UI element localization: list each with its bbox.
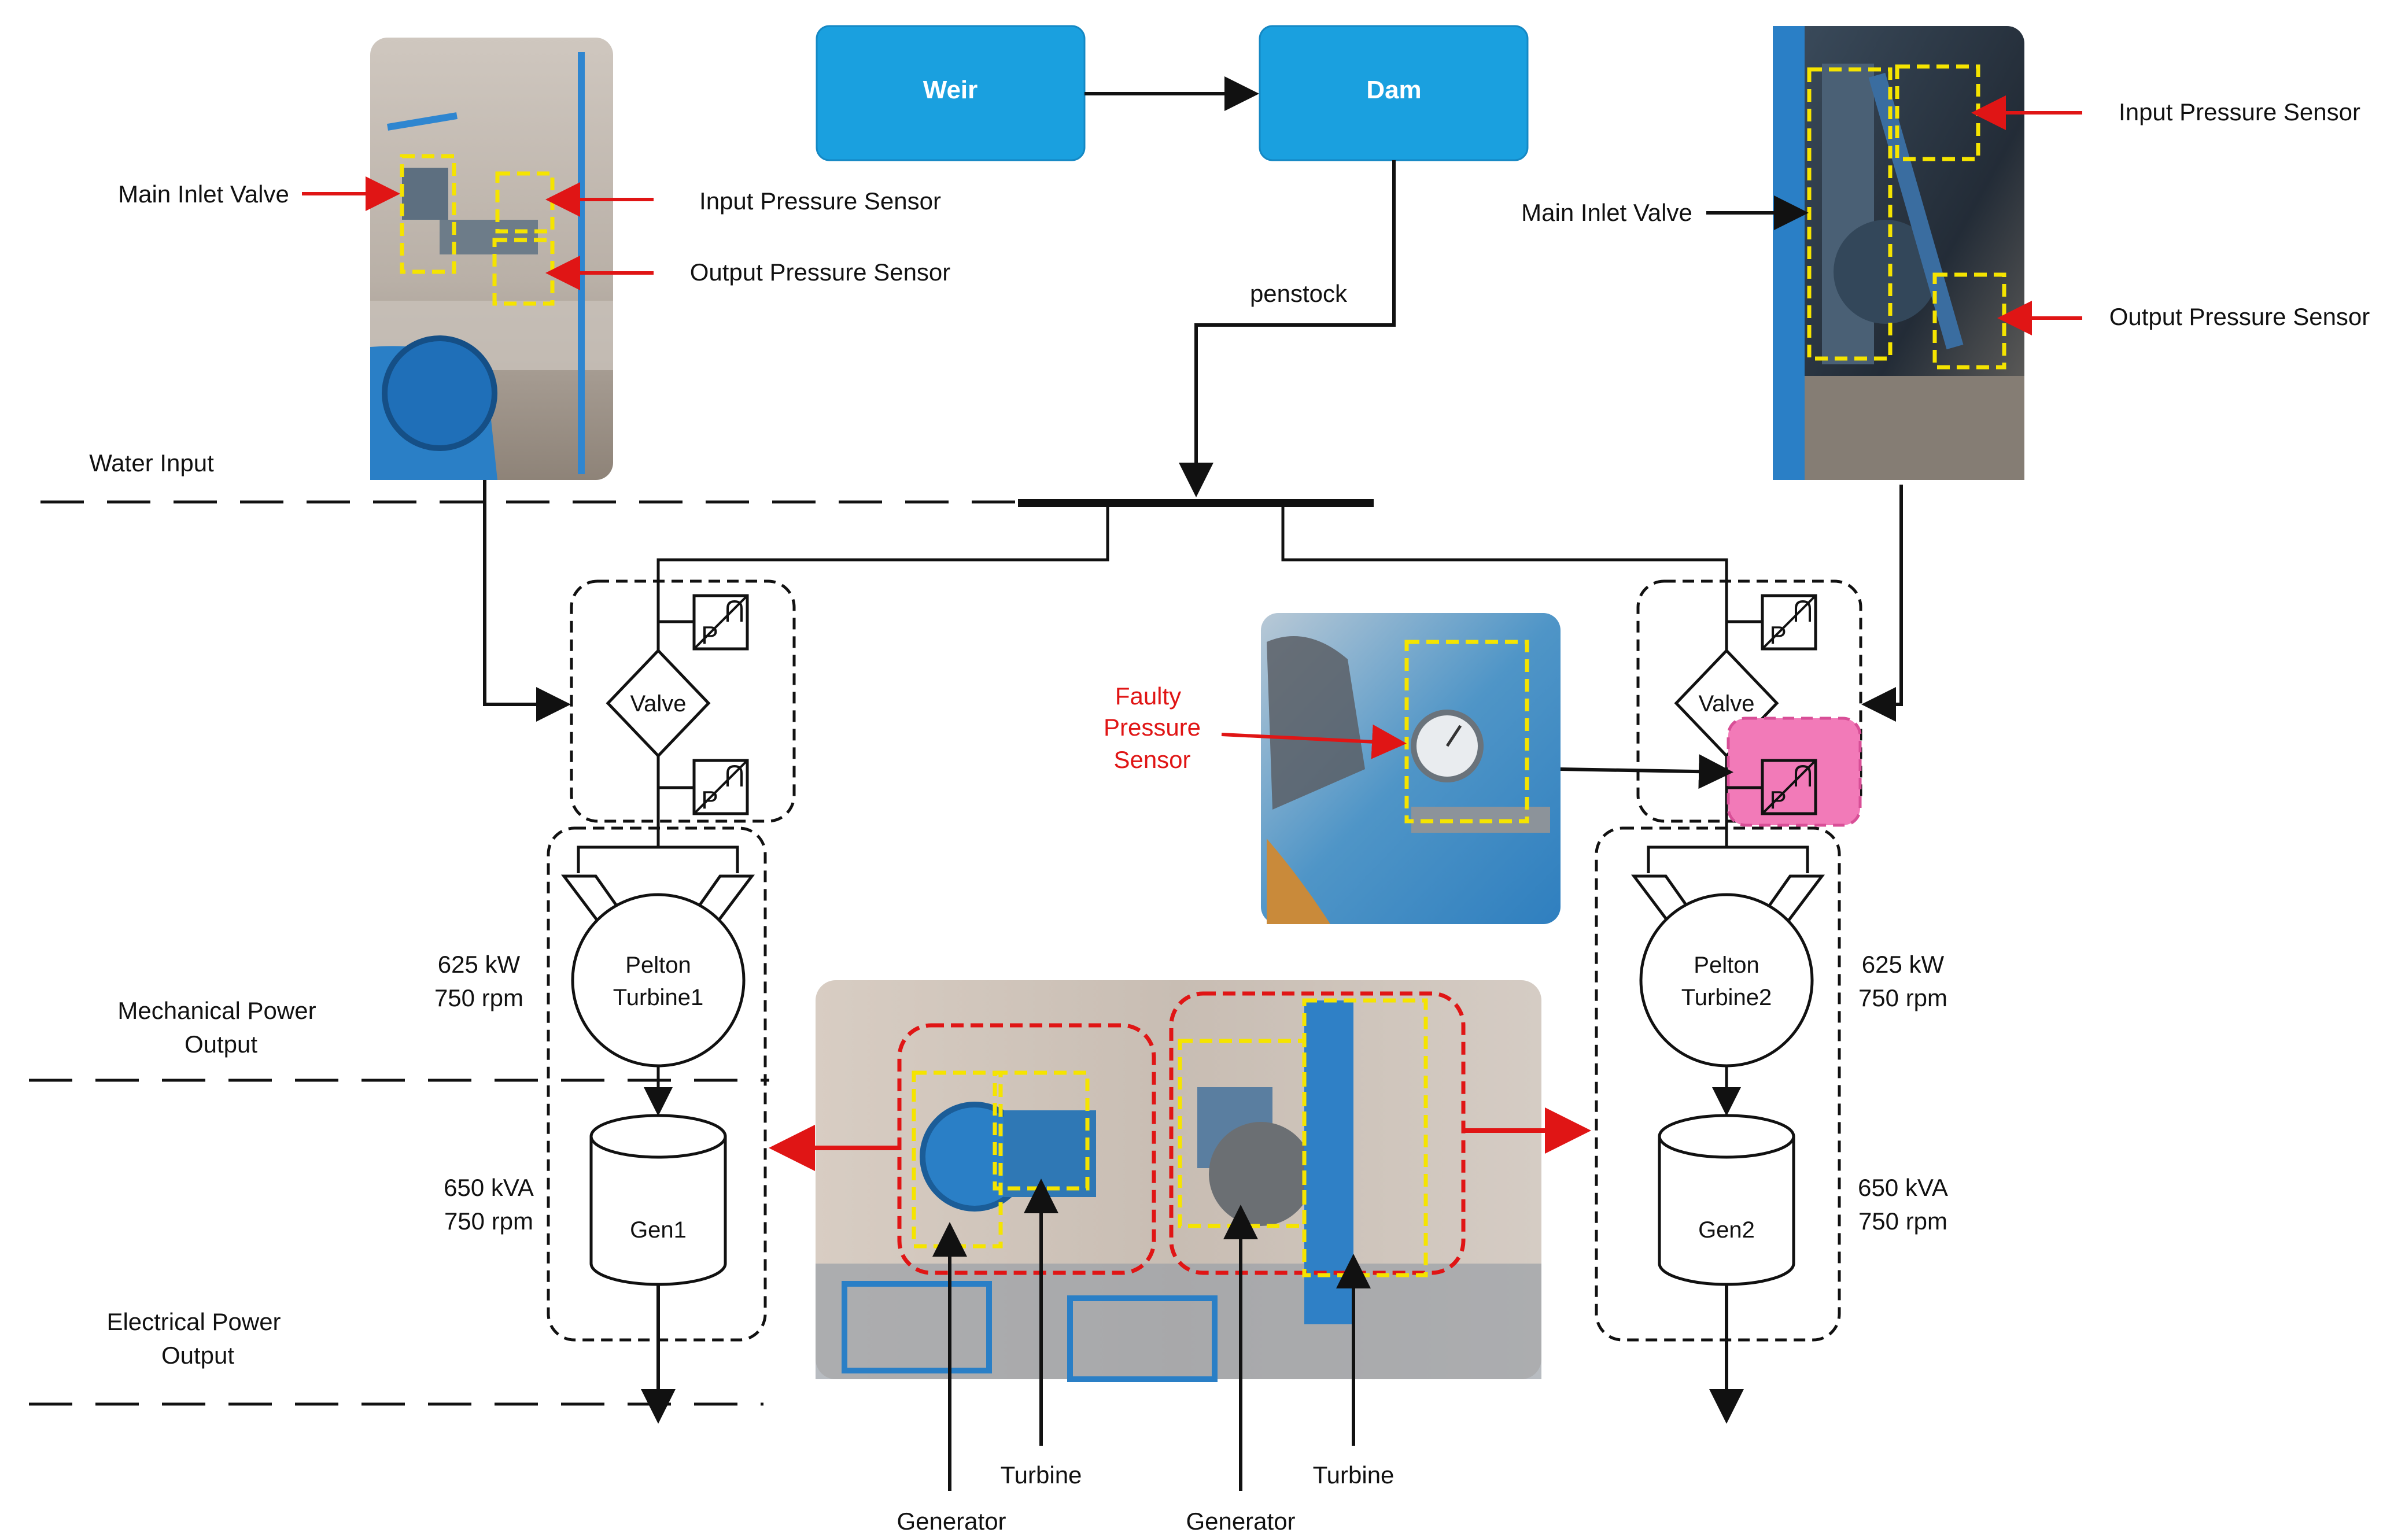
photo-faulty-sensor-highlight bbox=[1404, 640, 1529, 823]
unit1-valve-label: Valve bbox=[630, 691, 686, 717]
water-input-label: Water Input bbox=[89, 449, 214, 477]
unit1-valve-group bbox=[570, 579, 796, 823]
unit2-generator-label: Gen2 bbox=[1698, 1217, 1755, 1243]
bottom-generator-2-label: Generator bbox=[1186, 1508, 1295, 1535]
unit2-turbine-power: 625 kW bbox=[1862, 951, 1945, 978]
unit2-input-pressure-sensor-symbol: P bbox=[1761, 594, 1817, 651]
electrical-output-label-1: Electrical Power bbox=[106, 1308, 281, 1335]
photo-right-output-sensor-highlight bbox=[1932, 272, 2006, 370]
bottom-turbine-1-label: Turbine bbox=[1001, 1461, 1082, 1489]
unit2-gen-speed: 750 rpm bbox=[1858, 1207, 1947, 1235]
left-output-pressure-label: Output Pressure Sensor bbox=[690, 258, 951, 286]
right-input-pressure-label: Input Pressure Sensor bbox=[2119, 98, 2360, 125]
unit2-input-p-label: P bbox=[1769, 621, 1786, 649]
photo-faulty-sensor bbox=[1261, 613, 1561, 924]
photo-unit2-valve bbox=[1773, 26, 2024, 480]
unit1-turbine-label-2: Turbine1 bbox=[613, 985, 703, 1010]
unit2-turbine-generator-group bbox=[1595, 826, 1841, 1342]
mechanical-output-label-1: Mechanical Power bbox=[117, 997, 316, 1024]
unit1-output-pressure-sensor-symbol: P bbox=[692, 759, 749, 815]
unit1-turbine-label-1: Pelton bbox=[625, 952, 691, 978]
unit1-turbine-symbol bbox=[571, 893, 746, 1068]
penstock-label: penstock bbox=[1250, 280, 1348, 307]
unit2-turbine-speed: 750 rpm bbox=[1858, 984, 1947, 1011]
unit2: P Valve P Pelton Turbine2 Gen2 625 kW 75… bbox=[1595, 579, 1948, 1424]
photo-right-valve-highlight bbox=[1807, 67, 1893, 361]
electrical-output-label-2: Output bbox=[161, 1342, 234, 1369]
unit1-output-p-label: P bbox=[701, 786, 718, 814]
unit1: P Valve P Pelton Turbine1 Gen1 625 kW 75… bbox=[434, 579, 796, 1424]
faulty-sensor-label-2: Pressure bbox=[1104, 714, 1201, 741]
unit1-gen-speed: 750 rpm bbox=[444, 1207, 533, 1235]
unit2-output-pressure-sensor-symbol: P bbox=[1761, 759, 1817, 815]
unit1-nozzle-manifold bbox=[577, 845, 739, 873]
bottom-turbine-2-label: Turbine bbox=[1313, 1461, 1395, 1489]
photo-left-to-valve-arrow bbox=[483, 480, 571, 722]
right-main-inlet-valve-label: Main Inlet Valve bbox=[1521, 199, 1692, 226]
unit2-gen-power: 650 kVA bbox=[1858, 1174, 1948, 1201]
bottom-generator-1-label: Generator bbox=[897, 1508, 1006, 1535]
manifold-branch-right bbox=[1281, 507, 1728, 603]
unit2-output-p-label: P bbox=[1769, 786, 1786, 814]
unit1-generator-symbol bbox=[589, 1114, 727, 1286]
unit2-nozzle-manifold bbox=[1647, 845, 1809, 873]
faulty-sensor-label-3: Sensor bbox=[1113, 746, 1190, 773]
penstock-pipe bbox=[1179, 160, 1396, 497]
photo-hall-unit2-red-highlight bbox=[1169, 991, 1466, 1275]
right-output-pressure-label: Output Pressure Sensor bbox=[2109, 303, 2370, 330]
unit1-input-p-label: P bbox=[701, 621, 718, 649]
faulty-sensor-red-arrow bbox=[1221, 724, 1407, 759]
photo-left-valve-highlight bbox=[400, 154, 456, 274]
manifold-branch-left bbox=[656, 507, 1109, 603]
weir-label: Weir bbox=[923, 76, 978, 104]
unit1-generator-top-rim bbox=[589, 1136, 727, 1159]
faulty-sensor-label-1: Faulty bbox=[1115, 682, 1181, 710]
unit2-generator-top-rim bbox=[1658, 1136, 1795, 1159]
left-input-pressure-label: Input Pressure Sensor bbox=[699, 187, 941, 215]
mechanical-output-label-2: Output bbox=[185, 1031, 257, 1058]
unit1-gen-power: 650 kVA bbox=[444, 1174, 534, 1201]
left-main-inlet-valve-label: Main Inlet Valve bbox=[118, 180, 289, 208]
photo-turbine-hall bbox=[816, 980, 1541, 1382]
unit1-generator-label: Gen1 bbox=[630, 1217, 687, 1243]
unit2-valve-label: Valve bbox=[1698, 691, 1754, 717]
unit1-turbine-power: 625 kW bbox=[438, 951, 521, 978]
dam-label: Dam bbox=[1366, 76, 1421, 104]
unit2-turbine-label-1: Pelton bbox=[1694, 952, 1759, 978]
unit1-turbine-speed: 750 rpm bbox=[434, 984, 523, 1011]
photo-right-to-valve-arrow bbox=[1861, 485, 1903, 722]
unit2-turbine-symbol bbox=[1639, 893, 1814, 1068]
unit1-input-pressure-sensor-symbol: P bbox=[692, 594, 749, 651]
unit2-generator-symbol bbox=[1658, 1114, 1795, 1286]
photo-unit1-valve bbox=[370, 38, 613, 480]
photo-hall-unit1-turbine-highlight bbox=[993, 1070, 1090, 1191]
faulty-photo-to-sensor-arrow bbox=[1560, 754, 1733, 789]
unit2-turbine-label-2: Turbine2 bbox=[1681, 985, 1772, 1010]
